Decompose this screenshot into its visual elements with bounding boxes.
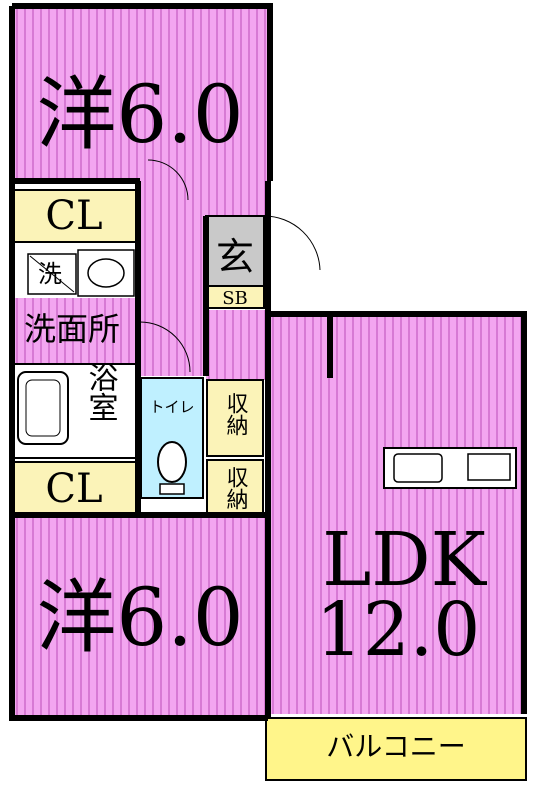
bedroom-north-label: 洋6.0 — [36, 68, 243, 161]
ldk-size: 12.0 — [316, 587, 481, 673]
door-arc-bedroom-north — [147, 159, 189, 201]
washer-cross-1 — [29, 255, 75, 293]
basin-space — [77, 249, 135, 297]
bathtub-icon — [17, 371, 69, 445]
door-arc-washroom — [139, 321, 191, 373]
shoe-box-label: SB — [222, 288, 248, 309]
door-arc-entrance — [263, 215, 321, 271]
closet-north — [11, 189, 137, 243]
storage-1-label: 収納 — [223, 392, 249, 436]
toilet-label: トイレ — [149, 398, 194, 416]
balcony-label: バルコニー — [326, 730, 465, 763]
ldk-label: LDK — [322, 517, 487, 603]
balcony-area — [265, 717, 527, 781]
basin-icon — [87, 258, 125, 288]
storage-2-label: 収納 — [223, 466, 249, 510]
closet-south — [11, 461, 137, 515]
stove-icon — [467, 453, 511, 481]
washroom-label: 洗面所 — [24, 310, 120, 348]
corridor — [138, 216, 206, 376]
sink-icon — [393, 453, 443, 483]
closet-north-label: CL — [45, 193, 102, 239]
ldk-floor — [270, 314, 524, 714]
bath-label: 浴室 — [83, 362, 118, 422]
bedroom-south — [12, 515, 268, 715]
storage-1-area — [206, 379, 264, 457]
toilet-tank — [159, 483, 185, 495]
bedroom-north — [12, 6, 270, 181]
closet-south-label: CL — [45, 466, 102, 512]
entrance-label: 玄 — [216, 235, 254, 279]
bathtub-inner — [25, 379, 61, 437]
walls — [9, 3, 527, 721]
storage-2-area — [206, 459, 264, 517]
washer-label: 洗 — [38, 260, 62, 288]
hall-north — [138, 181, 268, 216]
washroom-floor — [12, 298, 138, 363]
bedroom-south-label: 洋6.0 — [36, 571, 243, 664]
hall-mid — [206, 310, 270, 380]
toilet-icon — [157, 441, 187, 483]
